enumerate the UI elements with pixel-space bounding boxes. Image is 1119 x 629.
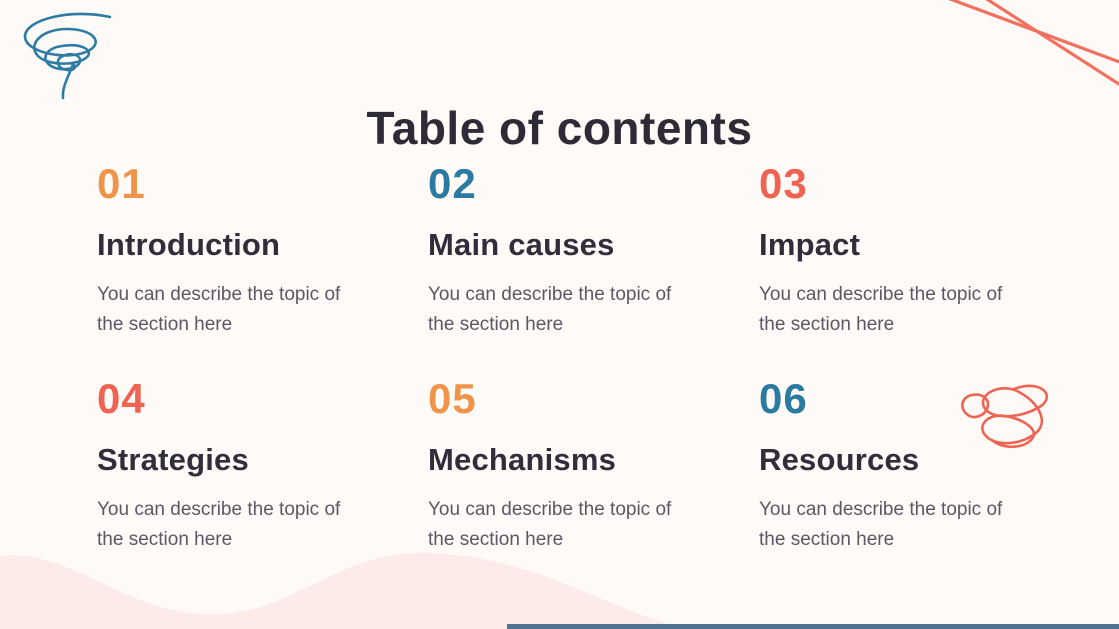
tornado-scribble-icon	[23, 12, 112, 100]
section-number: 06	[759, 375, 808, 422]
page-title: Table of contents	[366, 101, 753, 154]
section-description: You can describe the topic of the sectio…	[97, 284, 341, 336]
section-number: 01	[97, 160, 146, 207]
section-description: You can describe the topic of the sectio…	[428, 284, 672, 336]
section-description: You can describe the topic of the sectio…	[759, 284, 1003, 336]
section-title: Resources	[759, 442, 920, 477]
section-title: Introduction	[97, 227, 281, 262]
section-number: 05	[428, 375, 477, 422]
section-title: Strategies	[97, 442, 249, 477]
section-title: Main causes	[428, 227, 615, 262]
section-title: Impact	[759, 227, 861, 262]
crossed-lines-icon	[948, 0, 1119, 87]
section-description: You can describe the topic of the sectio…	[428, 499, 672, 551]
section-number: 02	[428, 160, 477, 207]
section-title: Mechanisms	[428, 442, 617, 477]
section-number: 03	[759, 160, 808, 207]
bottom-bar-decoration	[507, 624, 1119, 629]
section-number: 04	[97, 375, 146, 422]
section-description: You can describe the topic of the sectio…	[97, 499, 341, 551]
section-description: You can describe the topic of the sectio…	[759, 499, 1003, 551]
